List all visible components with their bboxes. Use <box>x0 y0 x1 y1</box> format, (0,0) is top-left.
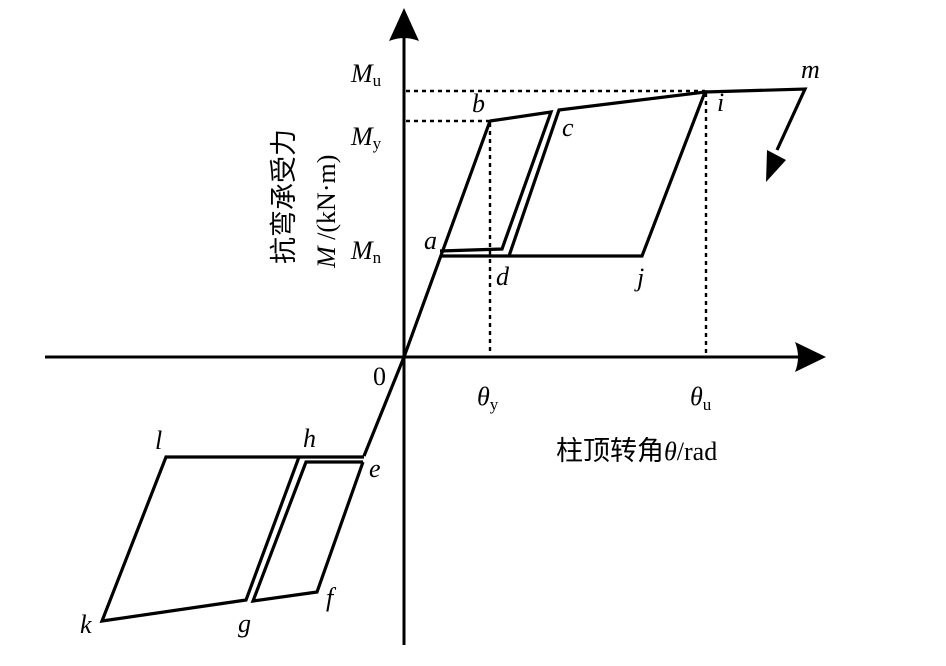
point-label-l: l <box>155 426 162 455</box>
y-tick-my: My <box>350 122 382 153</box>
y-tick-labels: Mu My Mn <box>350 59 382 267</box>
point-label-b: b <box>472 89 485 118</box>
y-axis-arrow-icon <box>389 8 419 41</box>
skeleton-initial <box>362 120 492 457</box>
point-label-k: k <box>80 610 92 639</box>
descending-arrow-icon <box>766 150 786 182</box>
x-tick-labels: θy θu 0 <box>373 362 712 414</box>
point-label-i: i <box>717 88 724 117</box>
origin-label: 0 <box>373 362 386 391</box>
point-label-a: a <box>424 226 437 255</box>
hysteresis-curves <box>99 87 808 623</box>
axes <box>45 8 826 645</box>
y-axis-title-cn: 抗弯承受力 <box>269 129 300 264</box>
point-label-m: m <box>801 55 820 84</box>
x-axis-arrow-icon <box>795 342 826 372</box>
point-label-d: d <box>496 262 510 291</box>
positive-outer-loop <box>441 90 708 258</box>
y-axis-title: 抗弯承受力 <box>269 129 300 264</box>
x-tick-theta-y: θy <box>477 382 499 414</box>
point-labels: a b c d e f g h i j k l m <box>80 55 820 639</box>
positive-inner-loop <box>439 110 554 253</box>
point-label-j: j <box>634 263 644 292</box>
point-label-c: c <box>562 113 574 142</box>
x-axis-title: 柱顶转角θ/rad <box>556 436 717 467</box>
negative-outer-loop <box>99 455 364 623</box>
point-label-g: g <box>238 609 251 638</box>
negative-inner-loop <box>250 460 365 603</box>
point-label-f: f <box>326 583 337 612</box>
y-tick-mn: Mn <box>350 236 382 267</box>
ultimate-plateau <box>704 87 808 151</box>
guide-lines <box>406 89 708 355</box>
point-label-e: e <box>369 454 381 483</box>
y-axis-title-unit: M /(kN·m) <box>312 155 341 269</box>
x-tick-theta-u: θu <box>690 382 712 414</box>
svg-text:M /(kN·m): M /(kN·m) <box>312 155 341 269</box>
point-label-h: h <box>303 424 316 453</box>
y-tick-mu: Mu <box>350 59 382 90</box>
